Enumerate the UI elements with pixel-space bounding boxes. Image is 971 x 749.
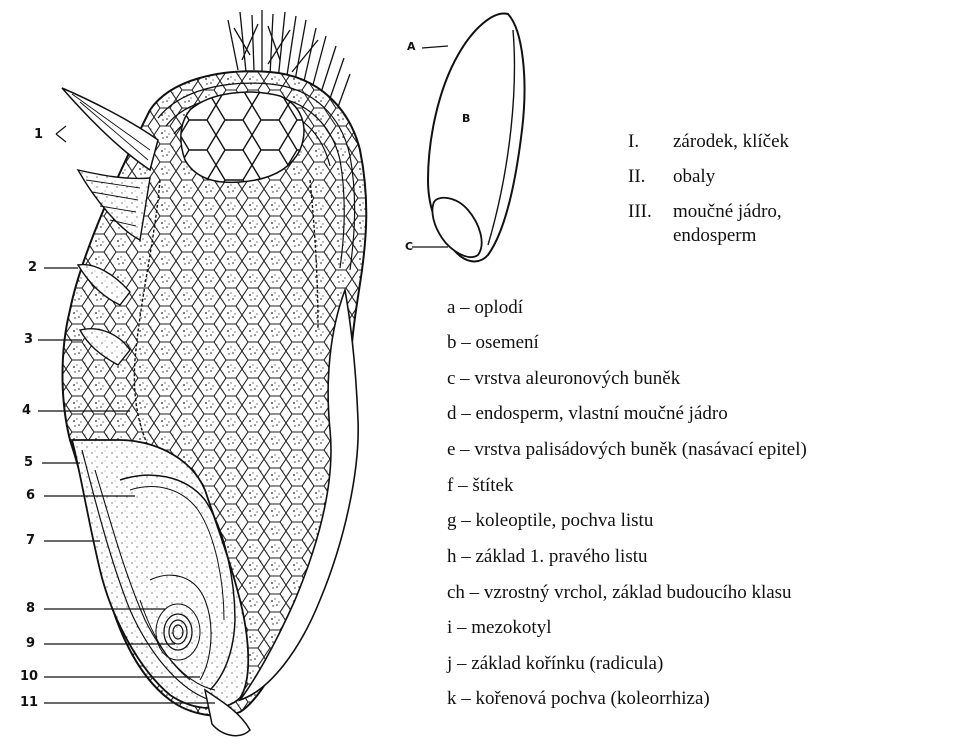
legend-item-d: d – endosperm, vlastní moučné jádro [447, 403, 728, 425]
outline-label-c: C [405, 240, 413, 253]
label-5: 5 [24, 455, 33, 470]
label-8: 8 [26, 601, 35, 616]
legend-item-a: a – oplodí [447, 297, 523, 319]
label-2: 2 [28, 260, 37, 275]
legend-item-i: i – mezokotyl [447, 617, 551, 639]
legend-roman-key: I. [628, 130, 673, 154]
label-6: 6 [26, 488, 35, 503]
legend-roman-text: zárodek, klíček [673, 131, 789, 152]
legend-roman-3: III.moučné jádro, endosperm [628, 200, 782, 248]
legend-item-h: h – základ 1. pravého listu [447, 546, 648, 568]
legend-item-j: j – základ kořínku (radicula) [447, 653, 663, 675]
legend-item-ch: ch – vzrostný vrchol, základ budoucího k… [447, 582, 792, 604]
legend-roman-text: obaly [673, 166, 715, 187]
label-10: 10 [20, 669, 38, 684]
label-1: 1 [34, 127, 43, 142]
label-7: 7 [26, 533, 35, 548]
legend-roman-key: II. [628, 165, 673, 189]
legend-item-c: c – vrstva aleuronových buněk [447, 368, 680, 390]
label-3: 3 [24, 332, 33, 347]
legend-roman-2: II.obaly [628, 165, 715, 189]
label-9: 9 [26, 636, 35, 651]
legend-item-e: e – vrstva palisádových buněk (nasávací … [447, 439, 807, 461]
legend-item-f: f – štítek [447, 475, 514, 497]
legend-item-k: k – kořenová pochva (koleorrhiza) [447, 688, 710, 710]
legend-roman-key: III. [628, 200, 673, 224]
legend-roman-text: moučné jádro, [673, 201, 782, 222]
legend-roman-continuation: endosperm [628, 224, 782, 248]
label-4: 4 [22, 403, 31, 418]
outline-label-b: B [462, 112, 470, 125]
grain-section-drawing [0, 0, 400, 749]
outline-label-a: A [407, 40, 416, 53]
legend-roman-1: I.zárodek, klíček [628, 130, 789, 154]
legend-item-g: g – koleoptile, pochva listu [447, 510, 653, 532]
legend-item-b: b – osemení [447, 332, 539, 354]
grain-outline-drawing [398, 0, 538, 280]
label-11: 11 [20, 695, 38, 710]
